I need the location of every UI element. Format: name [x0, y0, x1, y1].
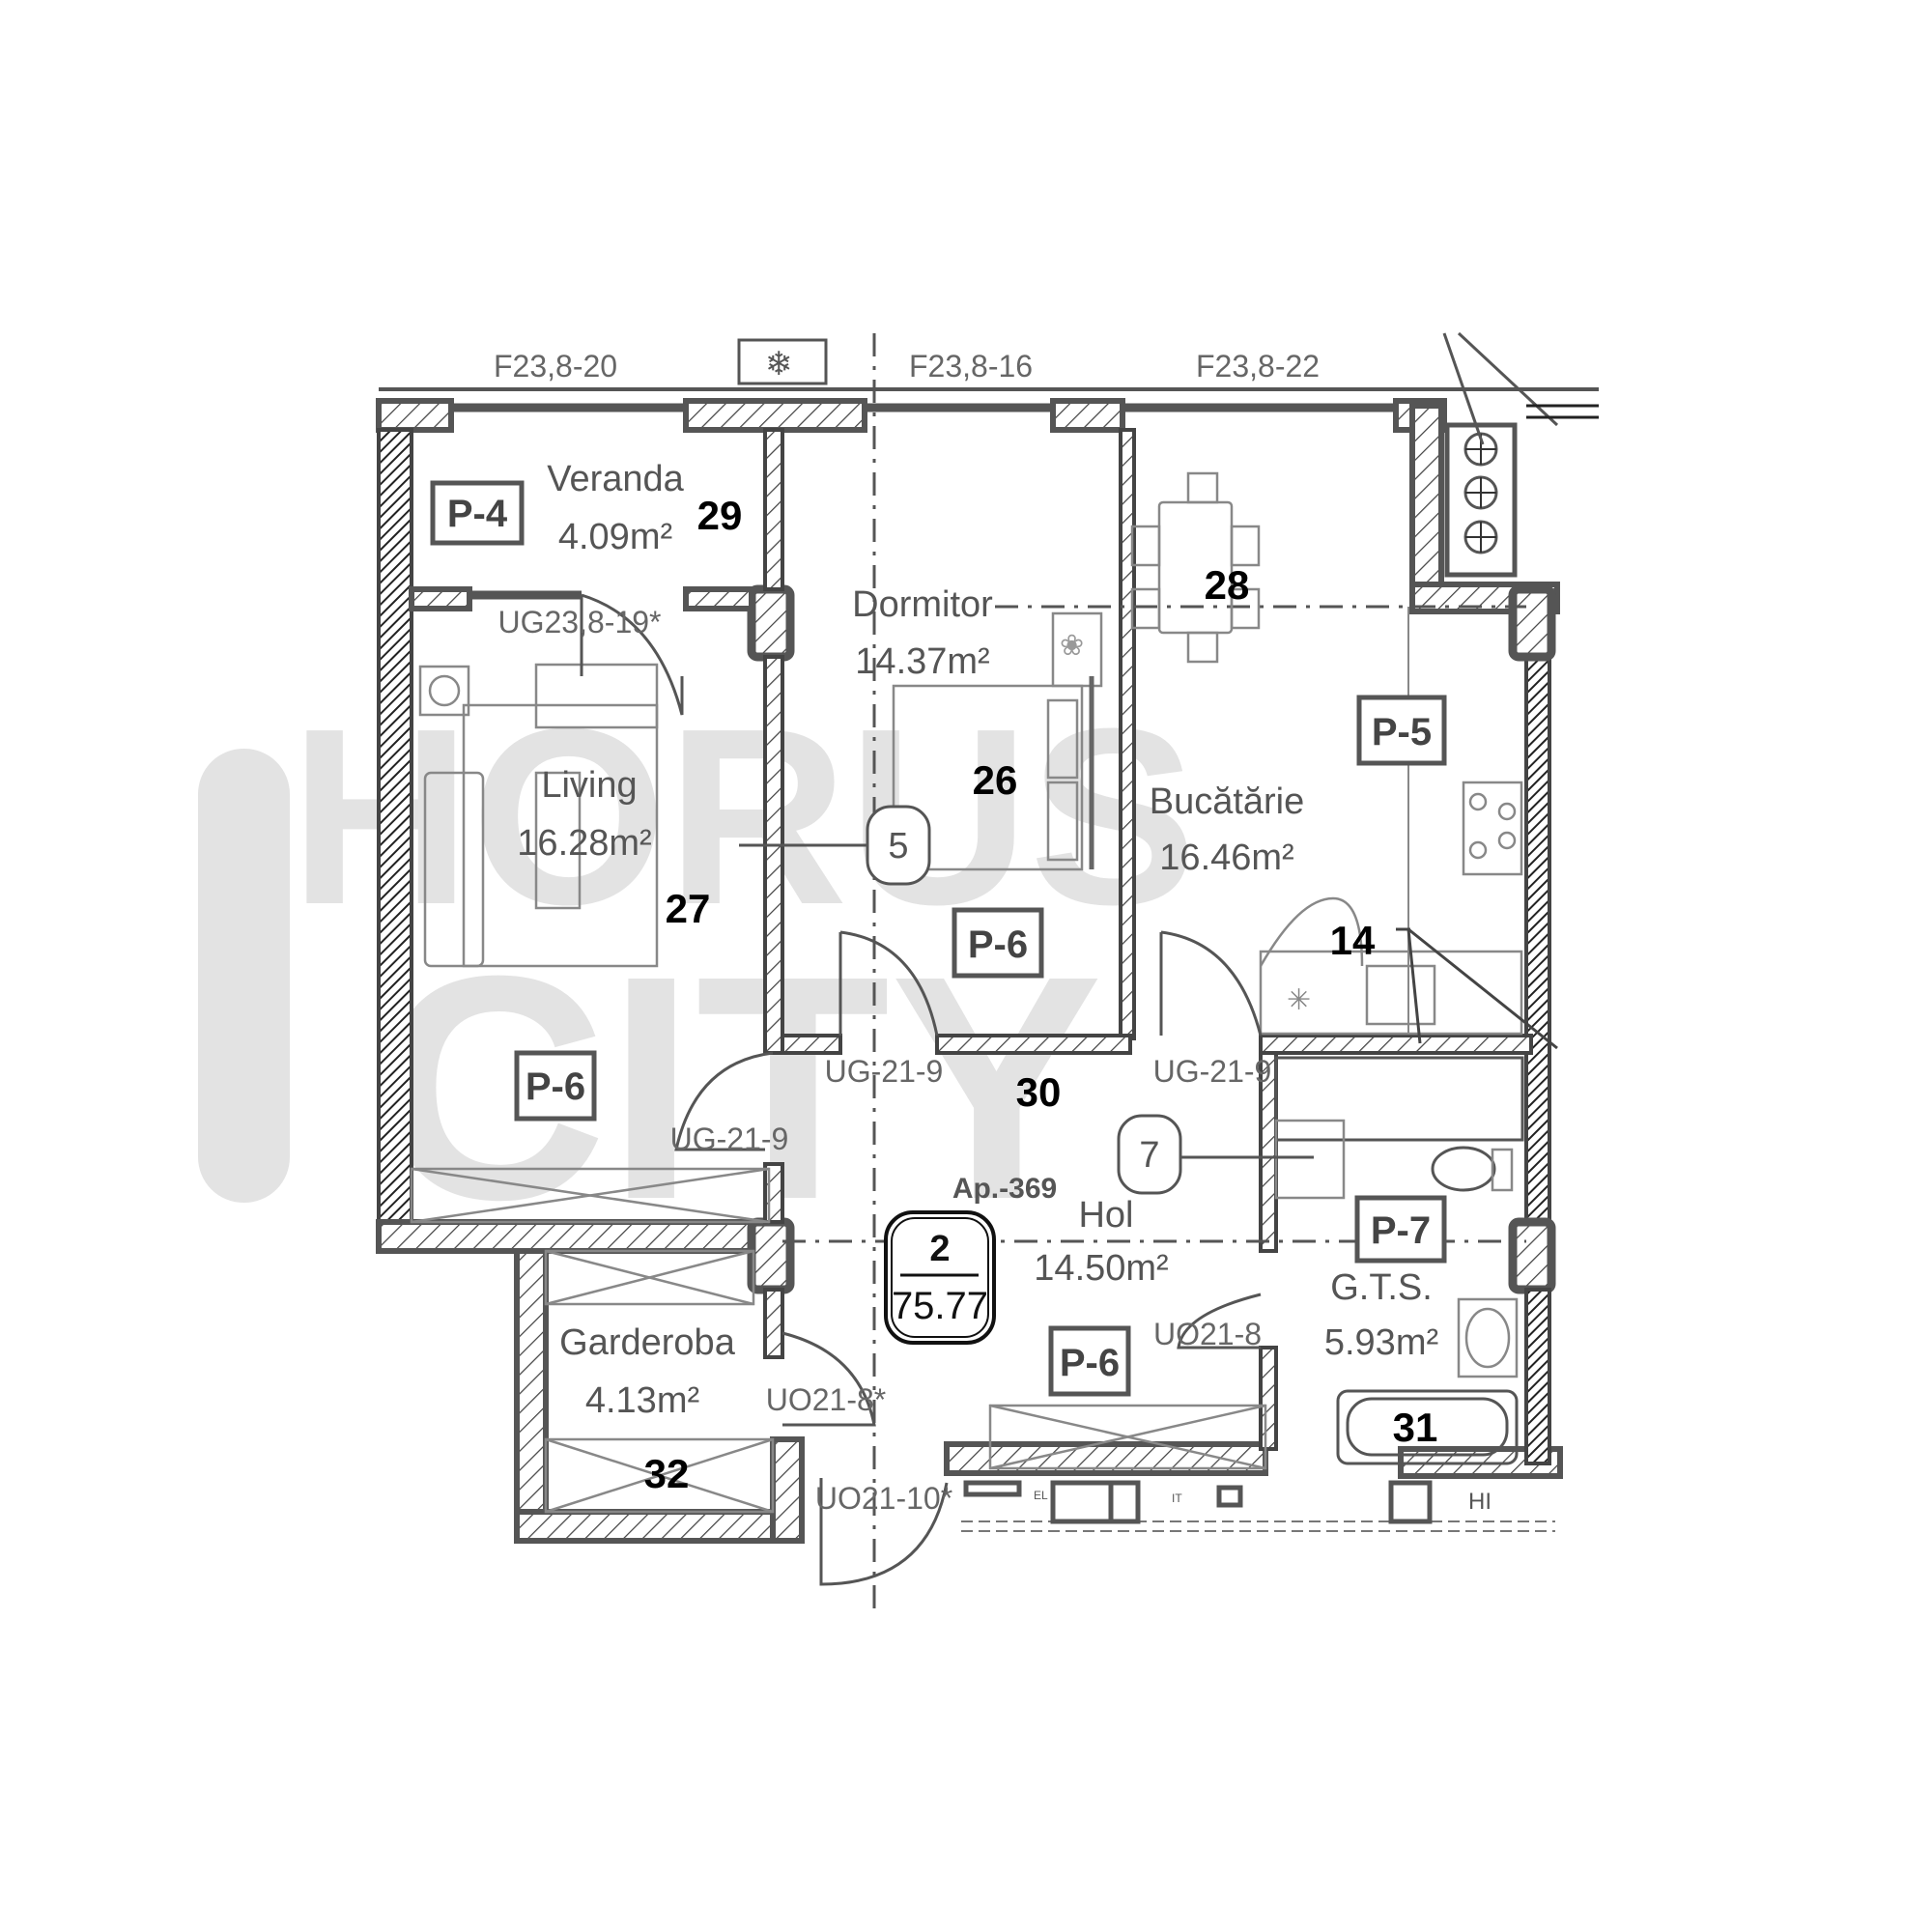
room-area: 16.46m²	[1159, 838, 1293, 878]
room-area: 14.37m²	[855, 641, 989, 682]
apartment-rooms-count: 2	[929, 1229, 950, 1269]
room-tag: P-7	[1371, 1209, 1431, 1252]
door-code: UO21-8	[1153, 1317, 1262, 1351]
room-hol: 30 7 Ap.-369 Hol 14.50m² P-6	[952, 1069, 1314, 1397]
room-dormitor: Dormitor 14.37m² 26 P-6 UG-21-9 5	[739, 584, 1044, 1089]
room-name: Veranda	[547, 459, 684, 499]
plant-icon: ❀	[1060, 630, 1084, 662]
room-garderoba: Garderoba 4.13m² 32 UO21-8* UO21-10*	[559, 1322, 952, 1516]
technical-strip: EL IT HI	[961, 1480, 1555, 1532]
it-label: IT	[1172, 1492, 1182, 1505]
room-veranda: P-4 Veranda 4.09m² 29 UG23,8-19*	[430, 459, 743, 639]
room-number: 26	[973, 757, 1018, 803]
room-area: 4.13m²	[585, 1380, 699, 1421]
room-name: Garderoba	[559, 1322, 736, 1363]
room-tag: P-6	[526, 1065, 585, 1108]
window-code-3: F23,8-22	[1196, 349, 1320, 384]
room-area: 5.93m²	[1324, 1322, 1438, 1363]
room-name: Bucătărie	[1150, 781, 1305, 822]
watermark-line1: HORUS	[290, 677, 1197, 957]
room-tag: P-4	[447, 493, 508, 535]
room-name: Dormitor	[852, 584, 993, 625]
room-name: Hol	[1078, 1195, 1133, 1236]
furniture: ❄ ❀ ✳	[410, 338, 1524, 1514]
reference-marker-5: 5	[888, 826, 908, 867]
room-area: 4.09m²	[558, 517, 672, 557]
door-code: UO21-8*	[766, 1382, 887, 1417]
door-code: UG-21-9	[825, 1054, 944, 1089]
room-number: 28	[1205, 562, 1250, 608]
room-bucatarie: 28 P-5 Bucătărie 16.46m² 14 UG-21-9	[1150, 562, 1558, 1089]
door-code: UG-21-9	[670, 1122, 789, 1156]
room-gts: P-7 G.T.S. 5.93m² 31 UO21-8	[1153, 1195, 1447, 1450]
room-area: 14.50m²	[1034, 1248, 1168, 1289]
apartment-id: Ap.-369	[952, 1173, 1057, 1205]
ac-unit-icon: ❄	[765, 346, 793, 383]
door-code: UG23,8-19*	[498, 605, 662, 639]
room-name: G.T.S.	[1330, 1267, 1433, 1308]
room-tag: P-6	[968, 923, 1028, 966]
apartment-badge: 2 75.77	[884, 1210, 996, 1345]
apartment-total-area: 75.77	[892, 1285, 988, 1327]
room-number: 30	[1016, 1069, 1062, 1115]
room-number: 31	[1393, 1405, 1438, 1450]
hi-label: HI	[1468, 1489, 1492, 1515]
room-living: Living 16.28m² 27 P-6 UG-21-9	[514, 765, 789, 1156]
entrance-door-code: UO21-10*	[815, 1481, 952, 1516]
room-area: 16.28m²	[517, 823, 651, 864]
el-label: EL	[1034, 1489, 1048, 1502]
fridge-icon: ✳	[1287, 984, 1311, 1016]
room-tag: P-5	[1372, 711, 1432, 753]
room-number: 32	[644, 1451, 690, 1496]
reference-marker-7: 7	[1139, 1135, 1159, 1176]
doors	[580, 593, 1263, 1586]
window-code-2: F23,8-16	[909, 349, 1033, 384]
room-tag: P-6	[1060, 1342, 1120, 1384]
room-number: 29	[697, 493, 743, 538]
room-number: 27	[666, 886, 711, 931]
door-code: UG-21-9	[1153, 1054, 1272, 1089]
room-name: Living	[541, 765, 637, 806]
window-code-1: F23,8-20	[494, 349, 617, 384]
kitchen-unit-marker: 14	[1330, 918, 1376, 963]
watermark: HORUS CITY	[198, 677, 1197, 1265]
